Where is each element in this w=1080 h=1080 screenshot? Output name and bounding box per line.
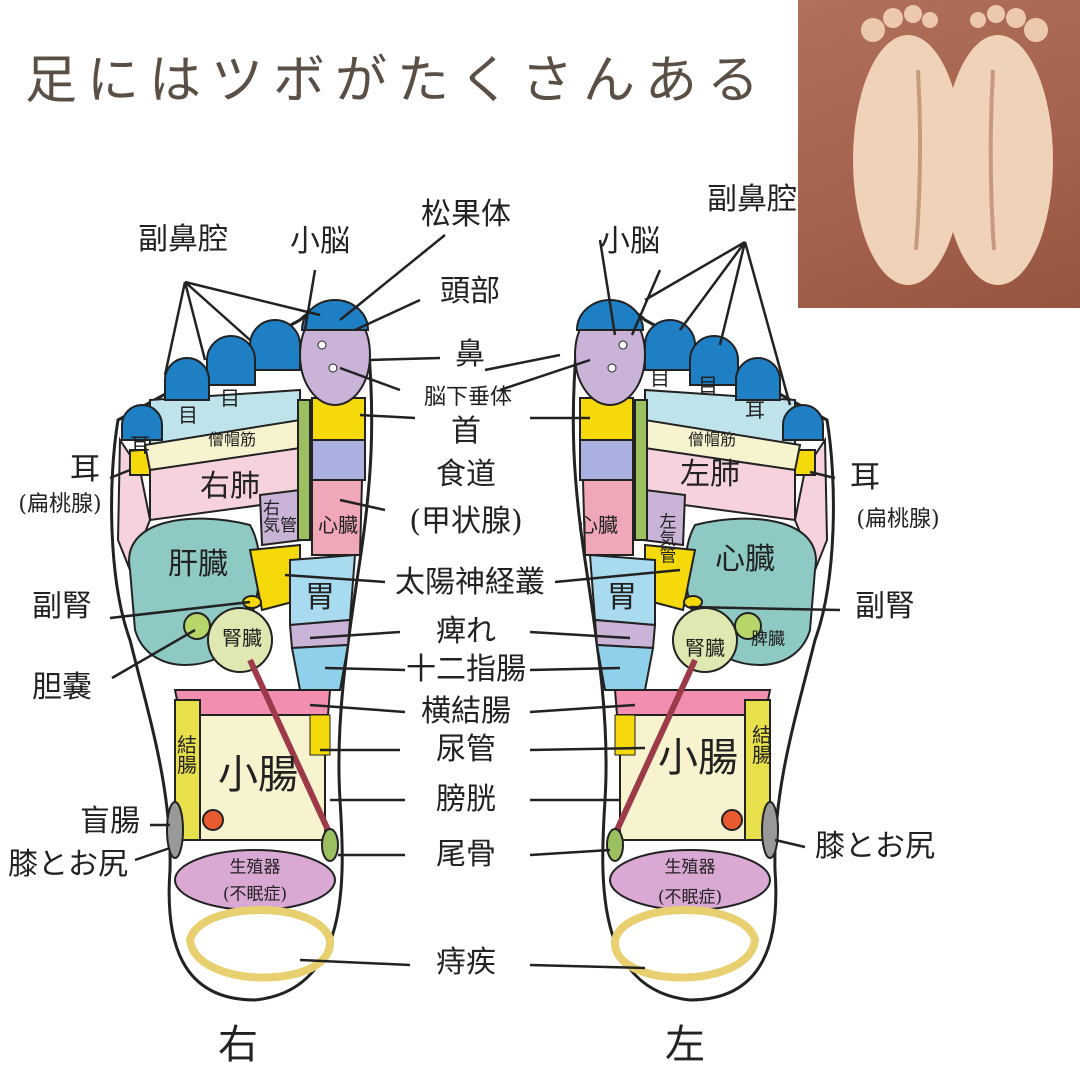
inner-heart-small: 心臓	[578, 513, 618, 537]
label-nose: 鼻	[455, 337, 485, 372]
inner-heart: 心臓	[715, 542, 775, 577]
inner-kidney: 腎臓	[685, 636, 725, 660]
caption-right: 右	[218, 1022, 258, 1068]
label-solar-plexus: 太陽神経叢	[395, 565, 545, 600]
label-esophagus: 食道	[436, 457, 496, 492]
inner-kidney: 腎臓	[222, 626, 262, 650]
label-gallbladder: 胆嚢	[32, 670, 92, 705]
foot-soles-image	[853, 5, 1053, 285]
label-transverse-colon: 横結腸	[421, 694, 511, 729]
inner-bronchus: 右 気管	[263, 499, 297, 536]
label-thyroid: (甲状腺)	[409, 504, 523, 539]
label-coccyx: 尾骨	[436, 837, 496, 872]
inner-trapezius: 僧帽筋	[207, 430, 257, 449]
inner-colon: 結 腸	[752, 723, 772, 767]
inner-liver: 肝臓	[168, 547, 228, 582]
inner-genital: 生殖器	[664, 857, 716, 878]
inner-insomnia: (不眠症)	[222, 884, 288, 905]
label-numbness: 痺れ	[436, 614, 496, 649]
inner-eye: 目	[220, 386, 240, 410]
inner-colon: 結 腸	[177, 733, 197, 777]
leader-lines	[109, 234, 841, 970]
inner-ear: 耳	[745, 398, 765, 422]
label-pituitary: 脳下垂体	[423, 385, 513, 410]
label-sinus-right: 副鼻腔	[138, 222, 228, 257]
inner-heart: 心臓	[318, 513, 358, 537]
label-adrenal-left: 副腎	[855, 589, 915, 624]
label-cerebellum-left: 小脳	[600, 224, 660, 259]
label-neck: 首	[451, 414, 481, 449]
label-tonsil-left: (扁桃腺)	[856, 507, 940, 532]
label-appendix: 盲腸	[80, 804, 140, 839]
page-title: 足にはツボがたくさんある	[25, 51, 770, 111]
label-hemorrhoids: 痔疾	[436, 945, 496, 980]
label-knee-left: 膝とお尻	[815, 829, 935, 864]
label-duodenum: 十二指腸	[406, 652, 526, 687]
inner-left-lung: 左肺	[680, 457, 740, 492]
label-adrenal-right: 副腎	[32, 589, 92, 624]
label-ear-right: 耳	[70, 452, 100, 487]
label-knee-right: 膝とお尻	[8, 847, 128, 882]
inner-spleen: 脾臓	[751, 629, 785, 650]
label-pineal: 松果体	[421, 197, 511, 232]
label-sinus-left: 副鼻腔	[707, 182, 797, 217]
inner-trapezius: 僧帽筋	[687, 430, 737, 449]
inner-bronchus: 左 気 管	[659, 512, 677, 567]
inner-eye: 目	[698, 373, 718, 397]
caption-left: 左	[665, 1022, 705, 1068]
label-ureter: 尿管	[436, 732, 496, 767]
inner-small-intestine: 小腸	[658, 735, 738, 781]
label-tonsil-right: (扁桃腺)	[18, 492, 102, 517]
inner-ear: 耳	[130, 433, 150, 457]
inner-insomnia: (不眠症)	[657, 887, 723, 908]
inner-stomach: 胃	[607, 580, 637, 615]
inner-eye: 目	[650, 366, 670, 390]
label-bladder: 膀胱	[436, 782, 496, 817]
label-ear-left: 耳	[850, 460, 880, 495]
foot-photo	[798, 0, 1080, 308]
inner-right-lung: 右肺	[200, 469, 260, 504]
inner-eye: 目	[178, 403, 198, 427]
label-cerebellum-right: 小脳	[290, 224, 350, 259]
inner-stomach: 胃	[305, 580, 335, 615]
inner-genital: 生殖器	[229, 857, 281, 878]
label-head: 頭部	[440, 274, 500, 309]
inner-small-intestine: 小腸	[218, 752, 298, 798]
